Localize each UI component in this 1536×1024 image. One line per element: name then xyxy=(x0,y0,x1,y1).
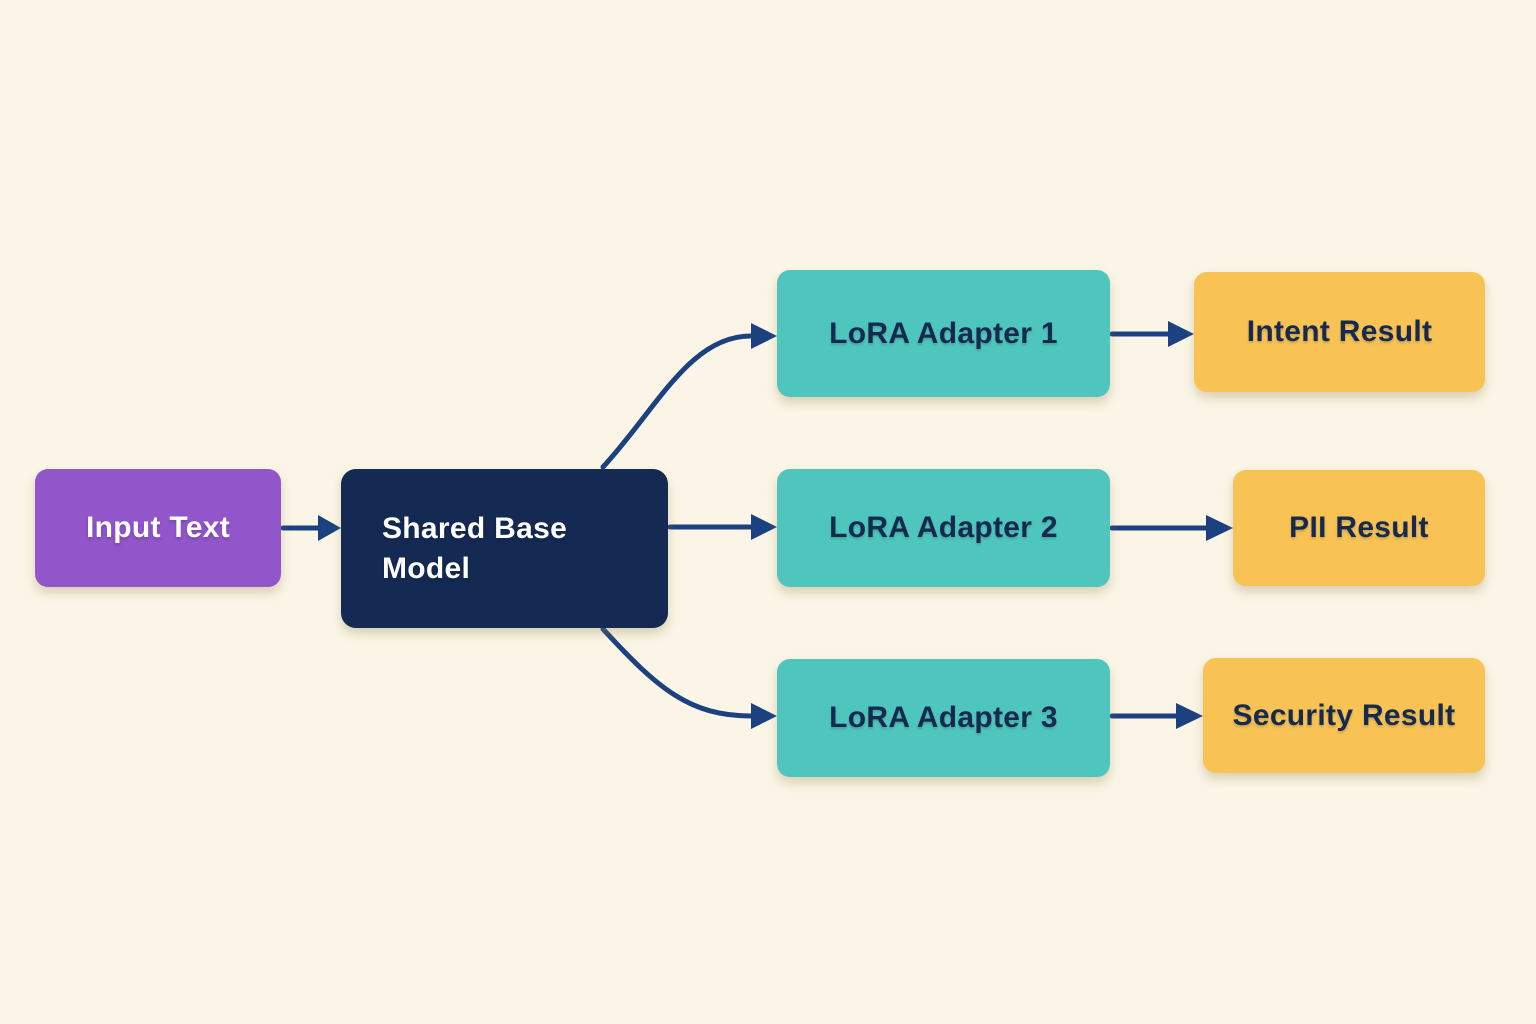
arrowhead-lora1-to-intent xyxy=(1168,321,1194,347)
node-lora-adapter-1-label: LoRA Adapter 1 xyxy=(829,316,1058,350)
node-intent-result-label: Intent Result xyxy=(1246,315,1433,348)
arrowhead-base-to-lora2 xyxy=(751,514,777,540)
edge-base-to-lora1 xyxy=(600,333,754,470)
arrowhead-base-to-lora3 xyxy=(751,703,777,729)
node-input-text: Input Text xyxy=(35,469,281,587)
node-pii-result-label: PII Result xyxy=(1289,511,1429,544)
arrowhead-lora3-to-security xyxy=(1176,703,1203,729)
node-lora-adapter-1: LoRA Adapter 1 xyxy=(777,270,1110,397)
node-intent-result: Intent Result xyxy=(1194,272,1485,392)
arrowhead-base-to-lora1 xyxy=(751,323,777,349)
node-input-text-label: Input Text xyxy=(85,511,231,544)
arrowhead-input-to-base xyxy=(318,515,341,541)
node-pii-result: PII Result xyxy=(1233,470,1485,586)
node-shared-base-model: Shared Base Model xyxy=(341,469,668,628)
edge-base-to-lora3 xyxy=(600,626,754,719)
arrowhead-lora2-to-pii xyxy=(1206,515,1233,541)
node-lora-adapter-2: LoRA Adapter 2 xyxy=(777,469,1110,587)
node-lora-adapter-3-label: LoRA Adapter 3 xyxy=(829,701,1058,734)
node-shared-base-model-label: Shared Base Model xyxy=(382,511,568,585)
node-lora-adapter-3: LoRA Adapter 3 xyxy=(777,659,1110,777)
node-security-result-label: Security Result xyxy=(1232,698,1456,732)
node-lora-adapter-2-label: LoRA Adapter 2 xyxy=(829,511,1058,544)
node-security-result: Security Result xyxy=(1203,658,1485,773)
